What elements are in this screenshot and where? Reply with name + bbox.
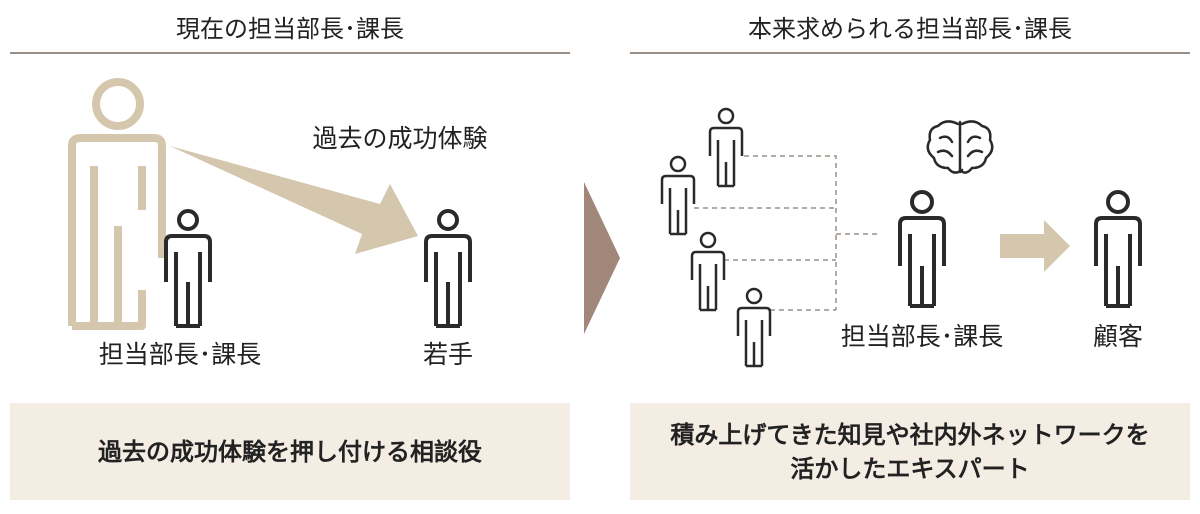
right-heading-rule [630, 52, 1190, 54]
network-member-icon [660, 155, 696, 236]
left-manager-label: 担当部長･課長 [98, 340, 262, 369]
brain-icon [926, 120, 994, 174]
young-label: 若手 [422, 340, 473, 369]
manager-figure-icon [164, 209, 212, 328]
network-member-icon [690, 231, 726, 312]
left-summary-box: 過去の成功体験を押し付ける相談役 [10, 403, 570, 500]
experience-label: 過去の成功体験 [312, 124, 488, 153]
young-figure-icon [424, 209, 472, 328]
customer-label: 顧客 [1092, 322, 1143, 351]
right-summary-box: 積み上げてきた知見や社内外ネットワークを 活かしたエキスパート [630, 403, 1190, 500]
experience-arrow-icon [170, 146, 418, 254]
left-heading: 現在の担当部長･課長 [176, 15, 404, 43]
senior-figure-icon [68, 78, 166, 330]
network-member-icon [708, 107, 744, 188]
left-heading-rule [10, 52, 570, 54]
right-heading: 本来求められる担当部長･課長 [748, 15, 1072, 43]
network-connections [694, 155, 878, 311]
customer-figure-icon [1094, 190, 1142, 308]
to-customer-arrow-icon [1000, 220, 1070, 272]
right-manager-label: 担当部長･課長 [840, 322, 1004, 351]
expert-manager-figure-icon [898, 190, 946, 308]
transition-arrow-icon [584, 182, 620, 334]
network-member-icon [736, 287, 772, 368]
